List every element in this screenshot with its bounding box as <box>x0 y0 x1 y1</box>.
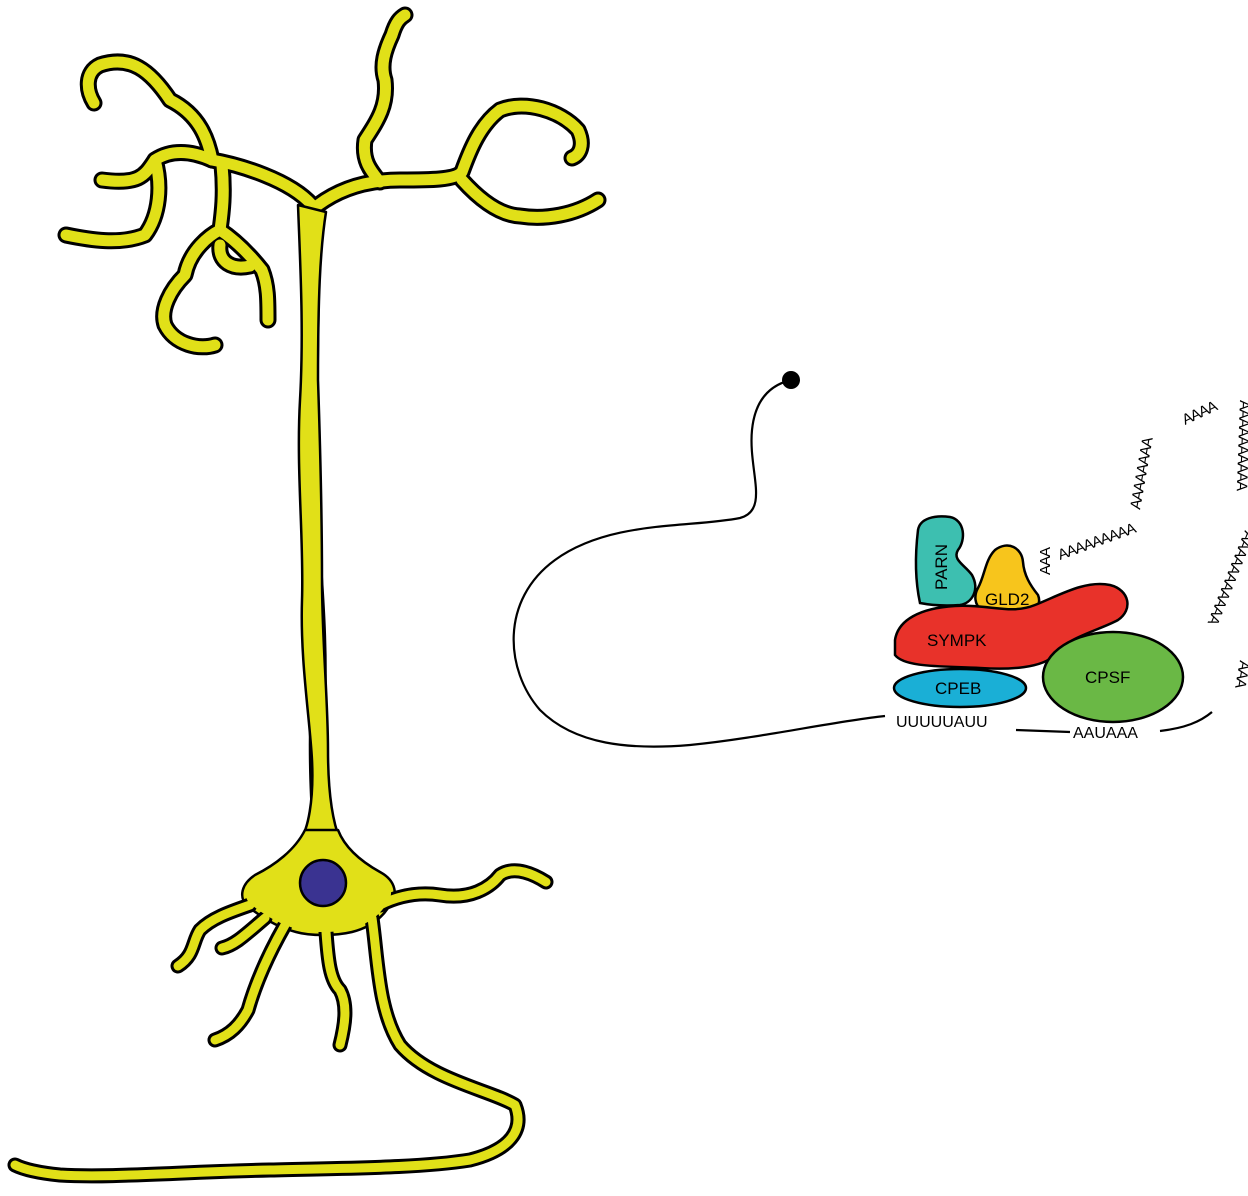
gld2-label: GLD2 <box>985 590 1029 609</box>
polya-segment: AAAAAAAAA <box>1056 520 1139 564</box>
protein-cpsf: CPSF <box>1043 632 1183 722</box>
polya-segment: AAA <box>1231 659 1248 690</box>
protein-gld2: GLD2 <box>975 546 1039 616</box>
neuron <box>15 15 598 1176</box>
polya-segment: AAA <box>1037 547 1054 575</box>
neuron-outline <box>66 15 598 855</box>
parn-label: PARN <box>932 544 951 590</box>
hexamer-sequence: AAUAAA <box>1073 725 1138 742</box>
apical-dendrite <box>298 205 340 840</box>
polya-segment: AAAA <box>1180 398 1221 429</box>
cpe-sequence: UUUUUAUU <box>896 714 988 731</box>
protein-cpeb: CPEB <box>894 669 1026 707</box>
mrna: UUUUUAUU AAUAAA AAA AAAAAAAAA AAAAAAAA A… <box>514 371 1248 747</box>
cpsf-label: CPSF <box>1085 668 1130 687</box>
mrna-strand <box>514 380 885 747</box>
polya-segment: AAAAAAAAAA <box>1233 400 1248 492</box>
protein-parn: PARN <box>916 516 975 605</box>
mrna-linker-2 <box>1160 712 1212 731</box>
mrna-linker-1 <box>1016 730 1070 732</box>
nucleus <box>300 860 346 906</box>
polya-segment: AAAAAAAAAAA <box>1204 529 1248 628</box>
neuron-dendrites-fill <box>66 15 598 855</box>
cpeb-label: CPEB <box>935 679 981 698</box>
polya-segment: AAAAAAAA <box>1127 436 1156 511</box>
sympk-label: SYMPK <box>927 631 987 650</box>
